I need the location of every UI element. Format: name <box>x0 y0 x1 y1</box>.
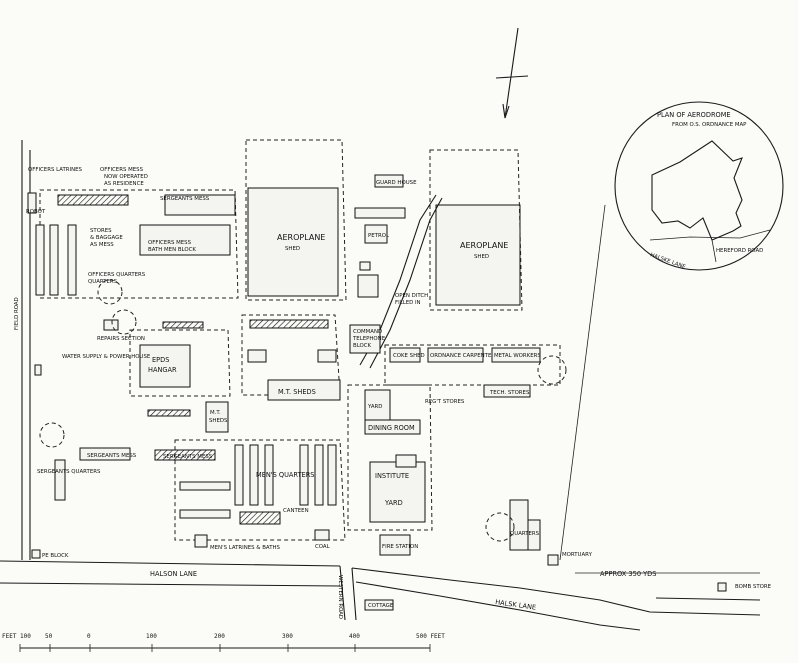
line2-label: SHED <box>474 254 489 260</box>
inset-title: PLAN OF AERODROME <box>657 111 731 119</box>
mt-small-label: M.T. <box>210 410 221 416</box>
institute-1-label: INSTITUTE <box>375 472 409 480</box>
mt-store-label: M.T. SHEDS <box>278 388 316 396</box>
petrol-label: PETROL <box>368 233 389 239</box>
bomb-store-label: BOMB STORE <box>735 584 772 590</box>
aeroplane-shed-2: AEROPLANE SHED <box>429 149 523 311</box>
hatton-lane-label: HALSON LANE <box>150 570 197 578</box>
coal-label: COAL <box>315 544 330 550</box>
stores-column: PETROL GUARD HOUSE OPEN DITCH FILLED IN … <box>349 174 443 369</box>
cottage-label: COTTAGE <box>368 603 394 609</box>
east-buildings: QUARTERS MORTUARY BOMB STORE <box>485 499 772 592</box>
stores-3-label: AS MESS <box>90 242 114 248</box>
coke-shed-label: COKE SHED <box>393 353 425 359</box>
officers-mess-bath-label: OFFICERS MESS <box>148 240 192 246</box>
pe-label: PE BLOCK <box>42 553 69 559</box>
yard-label: YARD <box>367 404 382 410</box>
entrance-buildings: FIRE STATION COTTAGE <box>364 534 418 611</box>
robot-label: ROBOT <box>26 209 46 215</box>
eps-hangar-1-label: EPDS <box>152 356 169 364</box>
officers-area: OFFICERS LATRINES OFFICERS MESS NOW OPER… <box>26 167 239 305</box>
road-label: FIELD ROAD <box>14 297 20 330</box>
workshop-row: COKE SHED ORDNANCE CARPENTERS METAL WORK… <box>384 344 567 405</box>
mt-sheds: M.T. SHEDS M.T. SHEDS <box>147 314 341 433</box>
mens-lat-label: MEN'S LATRINES & BATHS <box>210 545 281 551</box>
inset-label-2: HEREFORD ROAD <box>716 248 763 254</box>
scale-tick-200: 200 <box>214 633 225 640</box>
eps-hangar-2-label: HANGAR <box>148 366 177 374</box>
officers-quarters-2-label: QUARTERS <box>88 279 118 285</box>
scale-tick-100: 100 <box>146 633 157 640</box>
approx-label: APPROX 350 YDS <box>600 570 656 578</box>
institute-2-label: YARD <box>384 499 403 507</box>
aeroplane-shed-1: AEROPLANE SHED <box>245 139 347 301</box>
officers-q-small-label: QUARTERS <box>510 531 540 537</box>
filled-in-label: FILLED IN <box>395 300 421 306</box>
open-ditch-label: OPEN DITCH <box>395 293 428 299</box>
sergeants-mess-label: SERGEANTS MESS <box>160 196 210 202</box>
mt-small-2-label: SHEDS <box>209 418 228 424</box>
stores-1-label: STORES <box>90 228 112 234</box>
ordnance-carpenters-label: ORDNANCE CARPENTERS <box>430 353 499 359</box>
scale-tick-500: 500 FEET <box>416 633 445 640</box>
line2-label: SHED <box>285 246 300 252</box>
officers-latrines-label: OFFICERS LATRINES <box>28 167 83 173</box>
dining-block: YARD DINING ROOM INSTITUTE YARD <box>347 384 433 531</box>
mens-quarters: MEN'S QUARTERS CANTEEN SERGEANTS MESS ME… <box>154 439 346 551</box>
eps-area: EPDS HANGAR REPAIRS SECTION WATER SUPPLY… <box>34 309 231 397</box>
north-arrow <box>495 27 529 119</box>
command-tel-1-label: COMMAND <box>353 329 382 335</box>
command-tel-2-label: TELEPHONE <box>352 336 386 342</box>
inset-label-1: HALSKE LANE <box>649 252 686 271</box>
inset-subtitle: FROM O.S. ORDNANCE MAP <box>672 122 747 128</box>
hatton-lane: HALSON LANE WESTERN ROAD <box>0 560 357 621</box>
sergeants-mess-2-label: SERGEANTS MESS <box>163 454 213 460</box>
repairs-label: REPAIRS SECTION <box>97 336 145 342</box>
dining-room-label: DINING ROOM <box>368 424 415 432</box>
officers-mess-3-label: AS RESIDENCE <box>104 181 144 187</box>
guard-house-label: GUARD HOUSE <box>376 180 417 186</box>
sergeants-quarters-label: SERGEANTS QUARTERS <box>37 469 101 475</box>
officers-mess-2-label: NOW OPERATED <box>104 174 148 180</box>
tech-stores-label: TECH. STORES <box>489 390 530 396</box>
officers-quarters-1-label: OFFICERS QUARTERS <box>88 272 146 278</box>
mens-quarters-label: MEN'S QUARTERS <box>256 471 314 479</box>
sergeants-area: SERGEANTS MESS SERGEANTS QUARTERS PE BLO… <box>31 422 137 559</box>
water-supply-label: WATER SUPPLY & POWER HOUSE <box>62 354 151 360</box>
halsk-lane: HALSK LANE APPROX 350 YDS <box>351 204 761 631</box>
scale-unit-label: FEET 100 <box>2 633 31 640</box>
regt-stores-label: REG'T STORES <box>425 399 465 405</box>
inset-location-map: PLAN OF AERODROME FROM O.S. ORDNANCE MAP… <box>614 101 784 271</box>
sergeants-mess-label: SERGEANTS MESS <box>87 453 137 459</box>
line1-label: AEROPLANE <box>277 233 325 242</box>
officers-mess-1-label: OFFICERS MESS <box>100 167 144 173</box>
canteen-label: CANTEEN <box>283 508 309 514</box>
scale-bar: FEET 100 50 0 100 200 300 400 500 FEET <box>2 633 445 652</box>
western-road-label: WESTERN ROAD <box>337 575 343 619</box>
command-tel-3-label: BLOCK <box>353 343 372 349</box>
scale-tick-50: 50 <box>45 633 53 640</box>
scale-tick-400: 400 <box>349 633 360 640</box>
mortuary-label: MORTUARY <box>562 552 593 558</box>
west-road: FIELD ROAD <box>14 140 31 560</box>
scale-tick-0: 0 <box>87 633 91 640</box>
scale-tick-300: 300 <box>282 633 293 640</box>
bath-men-label: BATH MEN BLOCK <box>148 247 196 253</box>
fire-station-label: FIRE STATION <box>382 544 418 550</box>
stores-2-label: & BAGGAGE <box>90 235 123 241</box>
metal-workers-label: METAL WORKERS <box>494 353 541 359</box>
line1-label: AEROPLANE <box>460 241 508 250</box>
